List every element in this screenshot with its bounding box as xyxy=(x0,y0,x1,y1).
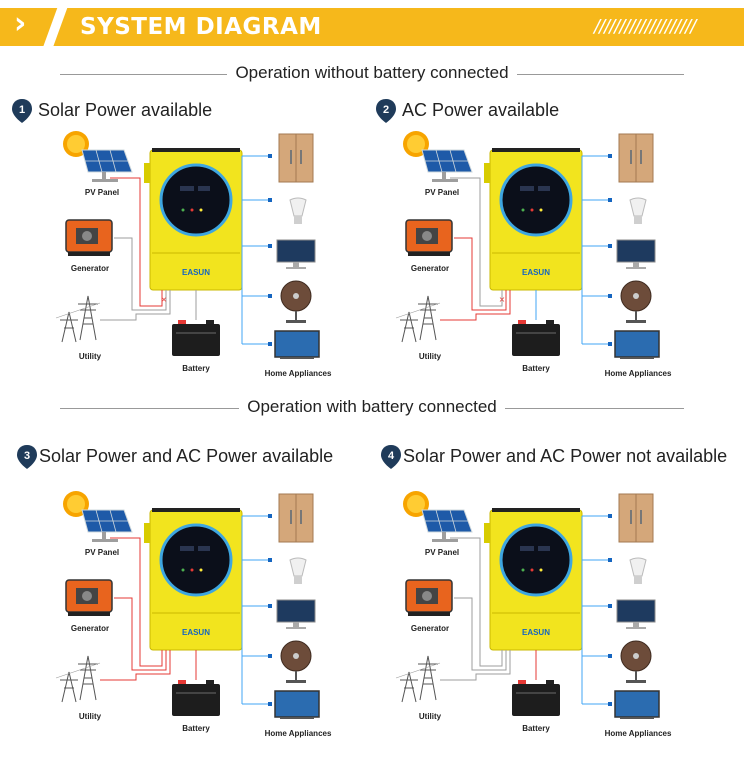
refrigerator-icon xyxy=(618,493,654,543)
power-tower-icon xyxy=(395,655,441,703)
map-pin-icon: 3 xyxy=(17,445,37,469)
solar-panel-icon xyxy=(81,509,133,542)
fan-icon xyxy=(620,640,652,683)
svg-text:2: 2 xyxy=(383,104,389,116)
pv-panel-label: PV Panel xyxy=(424,548,460,557)
fan-icon xyxy=(280,640,312,683)
generator-icon xyxy=(405,219,453,256)
pv-panel-label: PV Panel xyxy=(424,188,460,197)
inverter-unit: EASUN xyxy=(144,508,243,651)
monitor-icon xyxy=(616,599,656,629)
page-title: SYSTEM DIAGRAM xyxy=(80,14,322,40)
svg-text:1: 1 xyxy=(19,104,25,116)
utility-label: Utility xyxy=(78,712,102,721)
light-bulb-icon xyxy=(289,557,307,584)
generator-icon xyxy=(65,219,113,256)
map-pin-icon: 4 xyxy=(381,445,401,469)
utility-label: Utility xyxy=(78,352,102,361)
inverter-unit: EASUN xyxy=(144,148,243,291)
section-label: Operation with battery connected xyxy=(239,397,505,416)
svg-text:×: × xyxy=(161,295,168,304)
home-appliances-label: Home Appliances xyxy=(604,369,672,378)
monitor-icon xyxy=(276,599,316,629)
svg-text:EASUN: EASUN xyxy=(182,628,210,637)
power-tower-icon xyxy=(395,295,441,343)
section-heading-without-battery: Operation without battery connected xyxy=(60,63,684,85)
monitor-icon xyxy=(276,239,316,269)
header-banner: › SYSTEM DIAGRAM //////////////////// xyxy=(0,0,744,52)
home-appliances-label: Home Appliances xyxy=(604,729,672,738)
television-icon xyxy=(614,690,660,719)
solar-panel-icon xyxy=(421,149,473,182)
television-icon xyxy=(274,330,320,359)
panel-title-1: Solar Power available xyxy=(38,100,213,120)
svg-text:EASUN: EASUN xyxy=(182,268,210,277)
monitor-icon xyxy=(616,239,656,269)
solar-panel-icon xyxy=(421,509,473,542)
battery-icon xyxy=(512,320,560,356)
battery-icon xyxy=(172,320,220,356)
television-icon xyxy=(274,690,320,719)
section-heading-with-battery: Operation with battery connected xyxy=(60,397,684,419)
home-appliances-label: Home Appliances xyxy=(264,369,332,378)
television-icon xyxy=(614,330,660,359)
panel-title-3: Solar Power and AC Power available xyxy=(39,446,334,466)
utility-label: Utility xyxy=(418,352,442,361)
header-band xyxy=(0,8,744,46)
light-bulb-icon xyxy=(629,557,647,584)
utility-label: Utility xyxy=(418,712,442,721)
generator-label: Generator xyxy=(410,624,450,633)
map-pin-icon: 2 xyxy=(376,99,396,123)
svg-text:EASUN: EASUN xyxy=(522,628,550,637)
battery-label: Battery xyxy=(522,364,550,373)
battery-label: Battery xyxy=(522,724,550,733)
fan-icon xyxy=(280,280,312,323)
svg-text:×: × xyxy=(499,295,506,304)
power-tower-icon xyxy=(55,655,101,703)
home-appliances-label: Home Appliances xyxy=(264,729,332,738)
battery-label: Battery xyxy=(182,724,210,733)
inverter-unit: EASUN xyxy=(484,148,583,291)
generator-label: Generator xyxy=(70,264,110,273)
refrigerator-icon xyxy=(278,133,314,183)
refrigerator-icon xyxy=(618,133,654,183)
svg-text:3: 3 xyxy=(24,450,30,462)
svg-text:EASUN: EASUN xyxy=(522,268,550,277)
light-bulb-icon xyxy=(629,197,647,224)
battery-icon xyxy=(512,680,560,716)
svg-text:4: 4 xyxy=(388,450,395,462)
map-pin-icon: 1 xyxy=(12,99,32,123)
generator-icon xyxy=(405,579,453,616)
fan-icon xyxy=(620,280,652,323)
panel-title-4: Solar Power and AC Power not available xyxy=(403,446,728,466)
light-bulb-icon xyxy=(289,197,307,224)
generator-label: Generator xyxy=(70,624,110,633)
header-hatch-decoration: //////////////////// xyxy=(594,16,696,37)
panel-title-2: AC Power available xyxy=(402,100,560,120)
battery-label: Battery xyxy=(182,364,210,373)
power-tower-icon xyxy=(55,295,101,343)
pv-panel-label: PV Panel xyxy=(84,548,120,557)
refrigerator-icon xyxy=(278,493,314,543)
pv-panel-label: PV Panel xyxy=(84,188,120,197)
battery-icon xyxy=(172,680,220,716)
section-label: Operation without battery connected xyxy=(227,63,517,82)
solar-panel-icon xyxy=(81,149,133,182)
generator-icon xyxy=(65,579,113,616)
generator-label: Generator xyxy=(410,264,450,273)
inverter-unit: EASUN xyxy=(484,508,583,651)
